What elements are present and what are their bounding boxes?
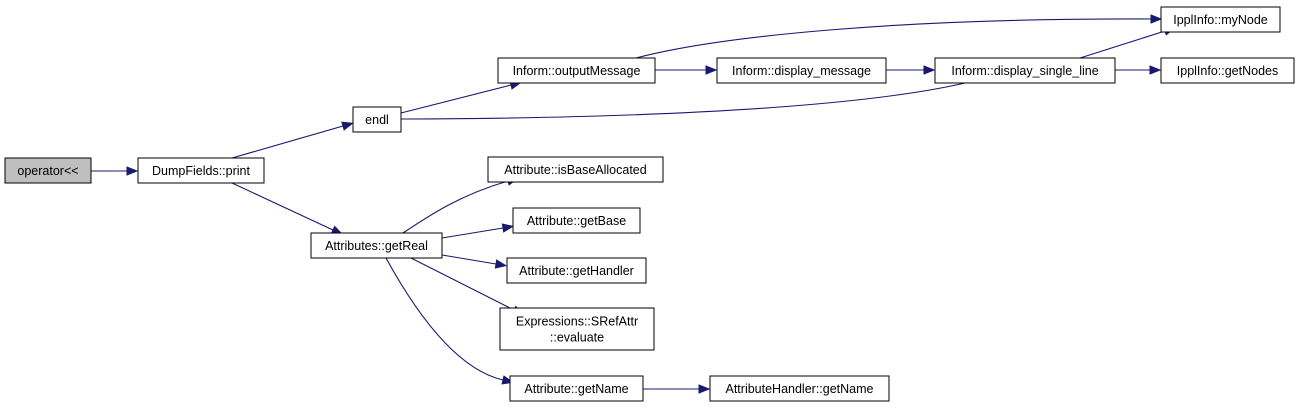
edge-line (441, 254, 497, 265)
node-inform-display-message[interactable]: Inform::display_message (716, 57, 887, 84)
node-label: operator<< (17, 164, 78, 178)
node-label: Attributes::getReal (325, 239, 428, 253)
node-box[interactable] (716, 57, 887, 84)
node-attribute-gethandler[interactable]: Attribute::getHandler (506, 257, 647, 284)
node-label: DumpFields::print (152, 164, 250, 178)
node-box[interactable] (1160, 57, 1295, 84)
node-box[interactable] (512, 207, 641, 234)
node-label: Attribute::getName (524, 382, 628, 396)
node-label: endl (365, 113, 389, 127)
edge-line (400, 84, 512, 114)
node-box[interactable] (137, 157, 265, 184)
edge-line (231, 125, 344, 159)
node-box[interactable] (506, 257, 647, 284)
node-label: Attribute::getHandler (519, 264, 634, 278)
node-attributes-getreal[interactable]: Attributes::getReal (310, 232, 443, 259)
node-box[interactable] (934, 57, 1116, 84)
node-inform-outputmessage[interactable]: Inform::outputMessage (497, 57, 656, 84)
edge-line (385, 257, 504, 381)
node-ipplinfo-mynode[interactable]: IpplInfo::myNode (1160, 6, 1281, 33)
edge-line (635, 18, 1152, 59)
edge-inform_outputmessage-to-inform_display_message (655, 65, 718, 75)
edge-inform_display_single_line-to-endl (389, 82, 966, 124)
nodes-layer: operator<< DumpFields::print endl Inform::o… (4, 6, 1295, 402)
node-box[interactable] (509, 375, 644, 402)
arrowhead-icon (698, 384, 711, 394)
node-attribute-isbaseallocated[interactable]: Attribute::isBaseAllocated (487, 156, 664, 183)
node-label: Expressions::SRefAttr (516, 315, 638, 329)
edge-line (400, 82, 966, 120)
edge-attributes_getreal-to-attribute_isbaseallocated (402, 176, 519, 234)
edge-line (441, 227, 504, 239)
node-label: IpplInfo::myNode (1173, 13, 1268, 27)
node-box[interactable] (4, 157, 92, 184)
arrowhead-icon (705, 65, 718, 75)
node-label: Inform::outputMessage (513, 64, 641, 78)
node-box[interactable] (709, 375, 890, 402)
node-endl[interactable]: endl (352, 106, 402, 133)
node-inform-display-single-line[interactable]: Inform::display_single_line (934, 57, 1116, 84)
node-label: Inform::display_message (732, 64, 871, 78)
edge-inform_outputmessage-to-ipplinfo_mynode (635, 14, 1163, 59)
node-box[interactable] (487, 156, 664, 183)
edge-attribute_getname-to-attributehandler_getname (643, 384, 711, 394)
edge-attributes_getreal-to-expressions_srefattr_evaluate (410, 257, 525, 316)
node-box[interactable] (352, 106, 402, 133)
edge-line (402, 180, 509, 234)
node-box[interactable] (310, 232, 443, 259)
edge-endl-to-inform_outputmessage (400, 80, 522, 114)
arrowhead-icon (501, 223, 515, 233)
node-label: Attribute::getBase (527, 214, 626, 228)
arrowhead-icon (923, 65, 936, 75)
node-label: IpplInfo::getNodes (1177, 64, 1278, 78)
edge-operator_ll-to-dumpfields_print (91, 166, 139, 176)
arrowhead-icon (1149, 65, 1162, 75)
edge-line (1079, 30, 1166, 59)
node-attribute-getbase[interactable]: Attribute::getBase (512, 207, 641, 234)
arrowhead-icon (341, 121, 354, 131)
edge-line (231, 182, 334, 231)
node-ipplinfo-getnodes[interactable]: IpplInfo::getNodes (1160, 57, 1295, 84)
arrowhead-icon (494, 259, 508, 269)
edge-inform_display_single_line-to-ipplinfo_mynode (1079, 26, 1176, 59)
node-expressions-srefattr-evaluate[interactable]: Expressions::SRefAttr::evaluate (499, 307, 655, 351)
node-label: Attribute::isBaseAllocated (504, 163, 646, 177)
node-box[interactable] (497, 57, 656, 84)
edge-dumpfields_print-to-endl (231, 121, 354, 159)
node-label: ::evaluate (550, 331, 604, 345)
edge-line (410, 257, 515, 311)
node-label: Inform::display_single_line (951, 64, 1098, 78)
node-dumpfields-print[interactable]: DumpFields::print (137, 157, 265, 184)
arrowhead-icon (1150, 14, 1163, 24)
edge-attributes_getreal-to-attribute_getbase (441, 223, 515, 239)
node-attributehandler-getname[interactable]: AttributeHandler::getName (709, 375, 890, 402)
node-box[interactable] (499, 307, 655, 351)
arrowhead-icon (126, 166, 139, 176)
edge-attributes_getreal-to-attribute_gethandler (441, 254, 508, 269)
edge-dumpfields_print-to-attributes_getreal (231, 182, 344, 235)
node-operator-ll[interactable]: operator<< (4, 157, 92, 184)
edge-inform_display_single_line-to-ipplinfo_getnodes (1115, 65, 1162, 75)
edge-inform_display_message-to-inform_display_single_line (886, 65, 936, 75)
node-label: AttributeHandler::getName (726, 382, 874, 396)
node-attribute-getname[interactable]: Attribute::getName (509, 375, 644, 402)
node-box[interactable] (1160, 6, 1281, 33)
